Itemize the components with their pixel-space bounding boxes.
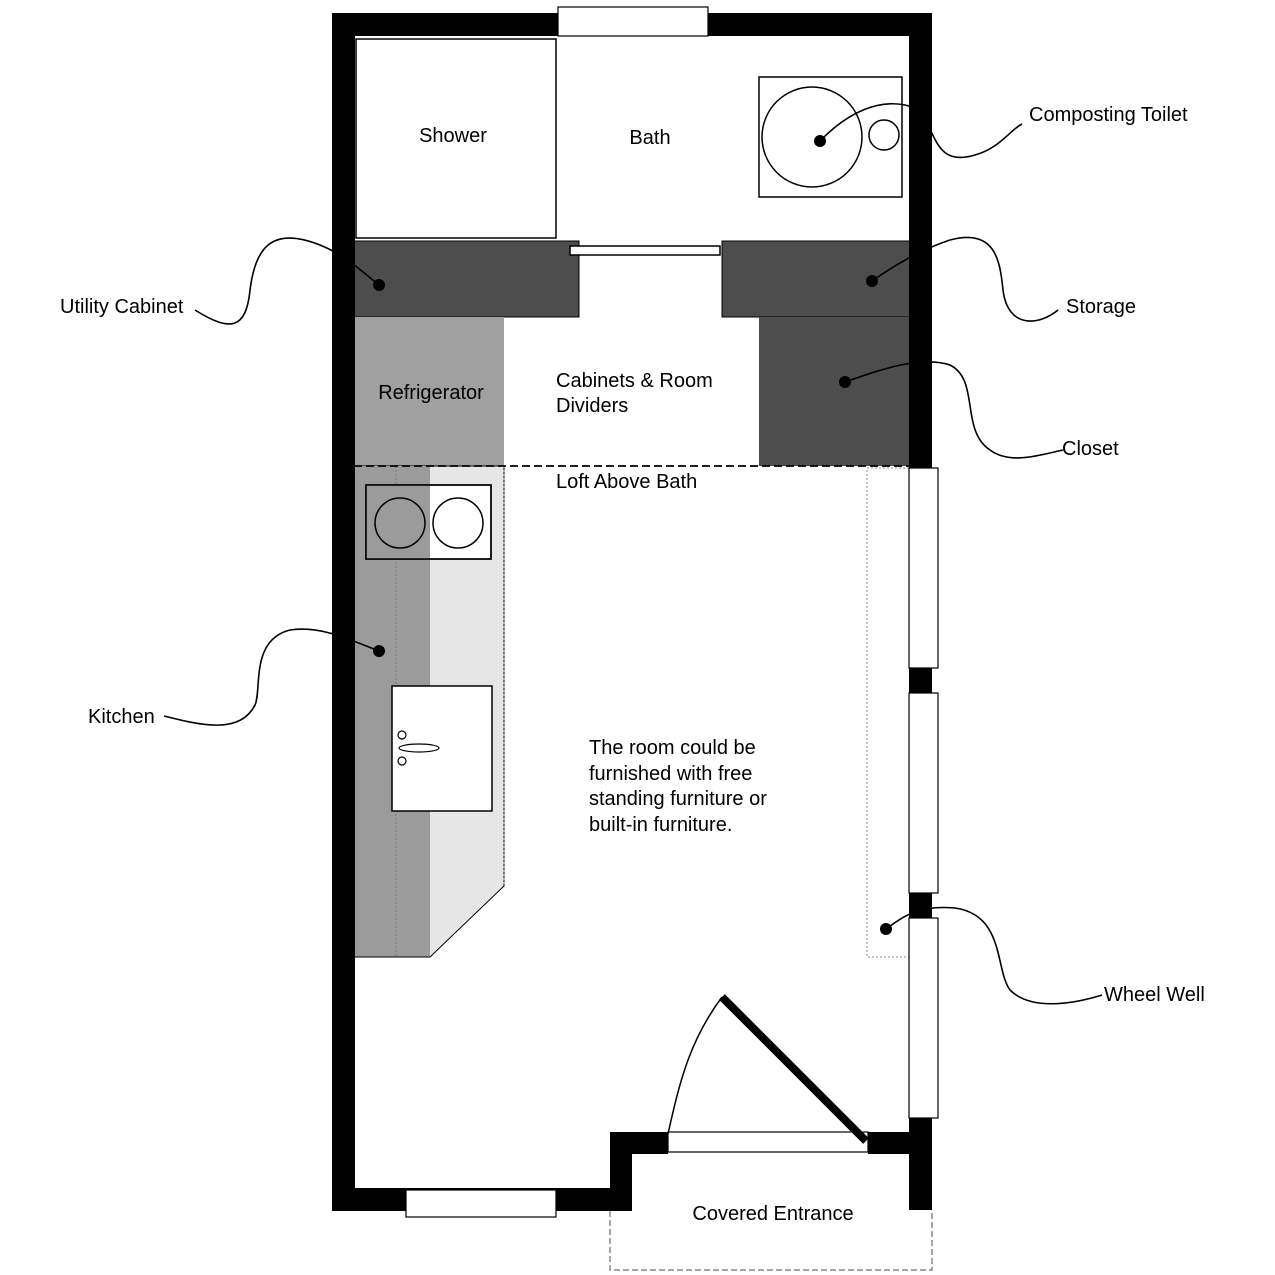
- toilet-callout-dot: [814, 135, 826, 147]
- window-right-1: [908, 467, 939, 669]
- burner-left: [374, 497, 426, 549]
- toilet-callout-line: [819, 102, 1023, 159]
- utility-callout-label: Utility Cabinet: [60, 296, 184, 318]
- utility-callout-line: [194, 237, 380, 325]
- closet-callout-label: Closet: [1062, 438, 1119, 460]
- covered-entrance-outline: [609, 1211, 933, 1271]
- kitchen-callout-label: Kitchen: [88, 706, 155, 728]
- bath-pocket-door: [569, 245, 721, 256]
- note-line-3: standing furniture or: [589, 788, 767, 810]
- closet: [759, 317, 910, 466]
- entrance-threshold: [667, 1131, 869, 1153]
- door-swing-arc: [667, 996, 723, 1135]
- closet-callout-line: [844, 361, 1064, 459]
- stove: [365, 484, 492, 560]
- bath-label: Bath: [629, 127, 670, 149]
- storage-cabinet: [721, 240, 911, 318]
- window-right-2: [908, 692, 939, 894]
- shower-label: Shower: [419, 125, 487, 147]
- storage-callout-dot: [866, 275, 878, 287]
- utility-callout-dot: [373, 279, 385, 291]
- window-bottom: [405, 1189, 557, 1218]
- closet-callout-dot: [839, 376, 851, 388]
- refrigerator-label: Refrigerator: [378, 382, 484, 404]
- toilet-callout-label: Composting Toilet: [1029, 104, 1188, 126]
- storage-callout-line: [871, 236, 1059, 322]
- note-line-1: The room could be: [589, 737, 756, 759]
- wheel-well: [866, 467, 911, 958]
- burner-right: [432, 497, 484, 549]
- window-top: [557, 6, 709, 37]
- note-line-4: built-in furniture.: [589, 814, 732, 836]
- shower: [355, 38, 557, 239]
- wheel-well-callout-dot: [880, 923, 892, 935]
- refrigerator: [354, 317, 504, 466]
- composting-toilet: [758, 76, 903, 198]
- window-right-3: [908, 917, 939, 1119]
- cabinets-label-line2: Dividers: [556, 395, 628, 417]
- entrance-door: [719, 994, 869, 1144]
- wheel-well-callout-line: [885, 906, 1103, 1005]
- kitchen-callout-line: [163, 628, 380, 726]
- wheel-well-callout-label: Wheel Well: [1104, 984, 1205, 1006]
- kitchen-sink: [391, 685, 493, 812]
- kitchen-callout-dot: [373, 645, 385, 657]
- storage-callout-label: Storage: [1066, 296, 1136, 318]
- note-line-2: furnished with free: [589, 763, 752, 785]
- utility-cabinet: [353, 240, 580, 318]
- cabinets-label-line1: Cabinets & Room: [556, 370, 713, 392]
- loft-label: Loft Above Bath: [556, 471, 697, 493]
- covered-entrance-label: Covered Entrance: [692, 1203, 853, 1225]
